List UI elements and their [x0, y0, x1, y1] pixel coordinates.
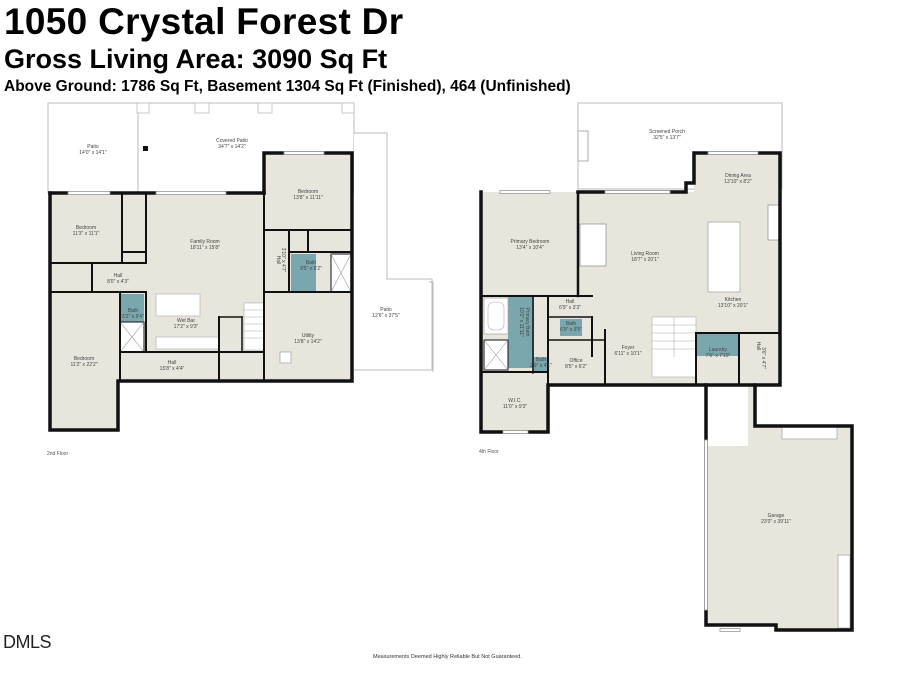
room-dims: 18'7" x 20'1" — [631, 257, 659, 263]
room-dims: 15'8" x 4'4" — [160, 366, 185, 372]
room-dims: 18'11" x 15'8" — [190, 245, 220, 251]
room-dims: 5'2" x 9'4" — [122, 314, 144, 320]
room-dims: 7'6" x 7'10" — [706, 353, 731, 359]
gross-living-area: Gross Living Area: 3090 Sq Ft — [4, 44, 388, 74]
room-name: Screened Porch — [649, 129, 685, 135]
laundry-area — [697, 334, 739, 356]
bath-area — [120, 294, 144, 322]
room-dims: 11'0" x 9'3" — [503, 404, 527, 410]
room-name: Hall — [114, 273, 123, 279]
area-breakdown: Above Ground: 1786 Sq Ft, Basement 1304 … — [4, 78, 571, 95]
disclaimer-text: Measurements Deemed Highly Reliable But … — [373, 654, 522, 660]
room-labels-4th-floor: Screened Porch 32'5" x 13'7" Dining Area… — [503, 129, 791, 525]
room-name: Foyer — [622, 345, 635, 351]
room-dims: 6'11" x 10'1" — [614, 351, 641, 357]
room-dims: 13'8" x 14'2" — [294, 339, 322, 345]
room-name: Laundry — [709, 347, 728, 353]
room-name: Primary Bath — [524, 308, 530, 337]
room-name: Utility — [302, 333, 315, 339]
room-dims: 13'8" x 11'11" — [293, 195, 323, 201]
room-dims: 11'3" x 11'1" — [73, 231, 100, 237]
floor-plan-2nd-floor: Patio 14'0" x 14'1" Covered Patio 34'7" … — [47, 102, 434, 457]
room-dims: 13'10" x 8'2" — [724, 179, 752, 185]
floor-fill — [50, 153, 352, 430]
side-patio-area — [354, 132, 433, 371]
room-name: Patio — [380, 307, 392, 313]
room-name: Patio — [87, 144, 99, 150]
primary-bath-area — [508, 296, 534, 368]
room-dims: 14'0" x 14'1" — [79, 150, 107, 156]
room-name: W.I.C. — [508, 398, 522, 404]
room-dims: 2'9" x 4'1" — [530, 363, 552, 369]
room-dims: 34'7" x 14'2" — [218, 144, 246, 150]
room-dims: 8'5" x 6'2" — [565, 364, 587, 370]
room-name: Bedroom — [298, 189, 318, 195]
bath-area — [291, 254, 316, 292]
room-name: Bedroom — [74, 356, 94, 362]
room-name: Hall — [275, 256, 281, 265]
room-name: Covered Patio — [216, 138, 248, 144]
room-dims: 11'2" x 22'2" — [70, 362, 97, 368]
room-name: Garage — [768, 513, 785, 519]
room-dims: 8'0" x 4'3" — [107, 279, 129, 285]
room-dims: 17'2" x 9'3" — [174, 324, 199, 330]
room-dims: 32'5" x 13'7" — [653, 135, 681, 141]
room-name: Bath — [128, 308, 139, 314]
post-icon — [143, 146, 148, 151]
room-name: Hall — [566, 299, 575, 305]
room-name: Hall — [168, 360, 177, 366]
room-name: Bath — [566, 321, 577, 327]
room-name: Living Room — [631, 251, 659, 257]
room-name: Bath — [536, 357, 547, 363]
room-name: Family Room — [190, 239, 219, 245]
room-dims: 13'4" x 10'4" — [516, 245, 544, 251]
room-dims: 3'10" x 4'7" — [280, 248, 286, 273]
room-name: Hall — [755, 342, 761, 351]
room-dims: 12'6" x 37'5" — [372, 313, 400, 319]
room-dims: 9'5" x 6'2" — [300, 266, 322, 272]
floor-label: 4th Floor — [479, 449, 499, 455]
floor-fill — [481, 153, 780, 430]
room-name: Bath — [306, 260, 317, 266]
room-dims: 6'9" x 3'3" — [559, 305, 581, 311]
floor-label: 2nd Floor — [47, 451, 68, 457]
room-name: Wet Bar — [177, 318, 195, 324]
room-dims: 3'6" x 4'7" — [760, 347, 766, 369]
floor-plan-4th-floor: Screened Porch 32'5" x 13'7" Dining Area… — [479, 102, 854, 632]
mls-logo: DMLS — [3, 632, 52, 652]
room-dims: 13'10" x 20'1" — [718, 303, 748, 309]
room-dims: 23'0" x 39'11" — [761, 519, 791, 525]
property-address: 1050 Crystal Forest Dr — [4, 1, 404, 42]
room-name: Kitchen — [725, 297, 742, 303]
room-dims: 6'9" x 3'5" — [560, 327, 582, 333]
room-dims: 10'2" x 11'11" — [518, 307, 524, 337]
room-labels-2nd-floor: Patio 14'0" x 14'1" Covered Patio 34'7" … — [70, 138, 399, 372]
room-name: Primary Bedroom — [511, 239, 550, 245]
room-name: Office — [570, 358, 583, 364]
room-name: Dining Area — [725, 173, 751, 179]
room-name: Bedroom — [76, 225, 96, 231]
